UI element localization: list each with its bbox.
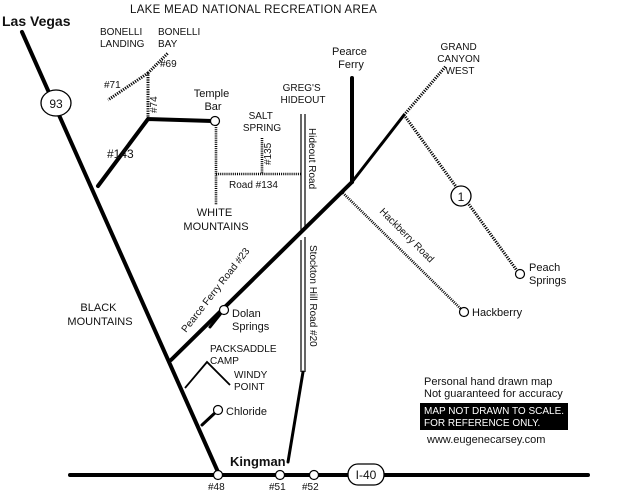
temple-bar-label: Temple Bar bbox=[194, 88, 233, 113]
stockton-hill-road-south bbox=[286, 370, 305, 464]
route-1-shield: 1 bbox=[450, 185, 472, 207]
i-40-label: I-40 bbox=[356, 468, 377, 482]
road-74-label: #74 bbox=[149, 96, 160, 113]
white-mountains-label: WHITE MOUNTAINS bbox=[183, 207, 248, 233]
exit-48-marker bbox=[212, 469, 224, 481]
hideout-road-label: Hideout Road bbox=[306, 128, 317, 189]
road-71 bbox=[107, 71, 149, 102]
packsaddle-camp-label: PACKSADDLE CAMP bbox=[210, 344, 279, 367]
scale-warning-box bbox=[420, 403, 568, 430]
road-69-label: #69 bbox=[160, 59, 177, 70]
bonelli-landing-label: BONELLI LANDING bbox=[100, 27, 145, 50]
road-71-label: #71 bbox=[104, 80, 121, 91]
disclaimer-line-1: Personal hand drawn map bbox=[424, 376, 552, 388]
dolan-springs-spur bbox=[208, 310, 224, 329]
route-1-label: 1 bbox=[458, 190, 465, 204]
chloride-marker bbox=[212, 404, 224, 416]
hackberry-road bbox=[342, 192, 463, 311]
bonelli-bay-label: BONELLI BAY bbox=[158, 27, 203, 50]
scale-warning-line-2: FOR REFERENCE ONLY. bbox=[424, 418, 540, 429]
hackberry-road-label: Hackberry Road bbox=[377, 206, 436, 265]
windy-point-label: WINDY POINT bbox=[234, 370, 270, 393]
grand-canyon-west-label: GRAND CANYON WEST bbox=[437, 42, 483, 77]
gregs-hideout-label: GREG'S HIDEOUT bbox=[281, 83, 326, 106]
scale-warning-line-1: MAP NOT DRAWN TO SCALE. bbox=[424, 406, 564, 417]
exit-51-label: #51 bbox=[269, 482, 286, 493]
us-93-shield: 93 bbox=[40, 89, 72, 117]
las-vegas-label: Las Vegas bbox=[2, 13, 71, 29]
website-text: www.eugenecarsey.com bbox=[426, 434, 545, 446]
chloride-label: Chloride bbox=[226, 406, 267, 418]
hackberry-marker bbox=[458, 306, 470, 318]
kingman-label: Kingman bbox=[230, 454, 286, 469]
disclaimer-line-2: Not guaranteed for accuracy bbox=[424, 388, 563, 400]
exit-48-label: #48 bbox=[208, 482, 225, 493]
road-143-label: #143 bbox=[107, 147, 134, 161]
stockton-hill-road-label: Stockton Hill Road #20 bbox=[307, 245, 318, 347]
us-93-label: 93 bbox=[49, 97, 63, 111]
hackberry-label: Hackberry bbox=[472, 307, 523, 319]
peach-springs-marker bbox=[514, 268, 526, 280]
grand-canyon-west-road bbox=[350, 113, 406, 184]
dolan-springs-label: Dolan Springs bbox=[232, 308, 270, 333]
road-135-label: #135 bbox=[263, 142, 274, 165]
exit-51-marker bbox=[274, 469, 286, 481]
exit-52-marker bbox=[308, 469, 320, 481]
pearce-ferry-road bbox=[169, 180, 354, 362]
black-mountains-label: BLACK MOUNTAINS bbox=[67, 302, 132, 328]
salt-spring-label: SALT SPRING bbox=[243, 111, 282, 134]
exit-52-label: #52 bbox=[302, 482, 319, 493]
windy-point-road bbox=[184, 360, 231, 389]
road-134-label: Road #134 bbox=[229, 180, 278, 191]
peach-springs-label: Peach Springs bbox=[529, 262, 567, 287]
pearce-ferry-label: Pearce Ferry bbox=[332, 46, 370, 71]
dolan-springs-marker bbox=[218, 304, 230, 316]
i-40-shield: I-40 bbox=[347, 463, 385, 486]
temple-bar-marker bbox=[209, 115, 221, 127]
map-title: LAKE MEAD NATIONAL RECREATION AREA bbox=[130, 4, 377, 16]
